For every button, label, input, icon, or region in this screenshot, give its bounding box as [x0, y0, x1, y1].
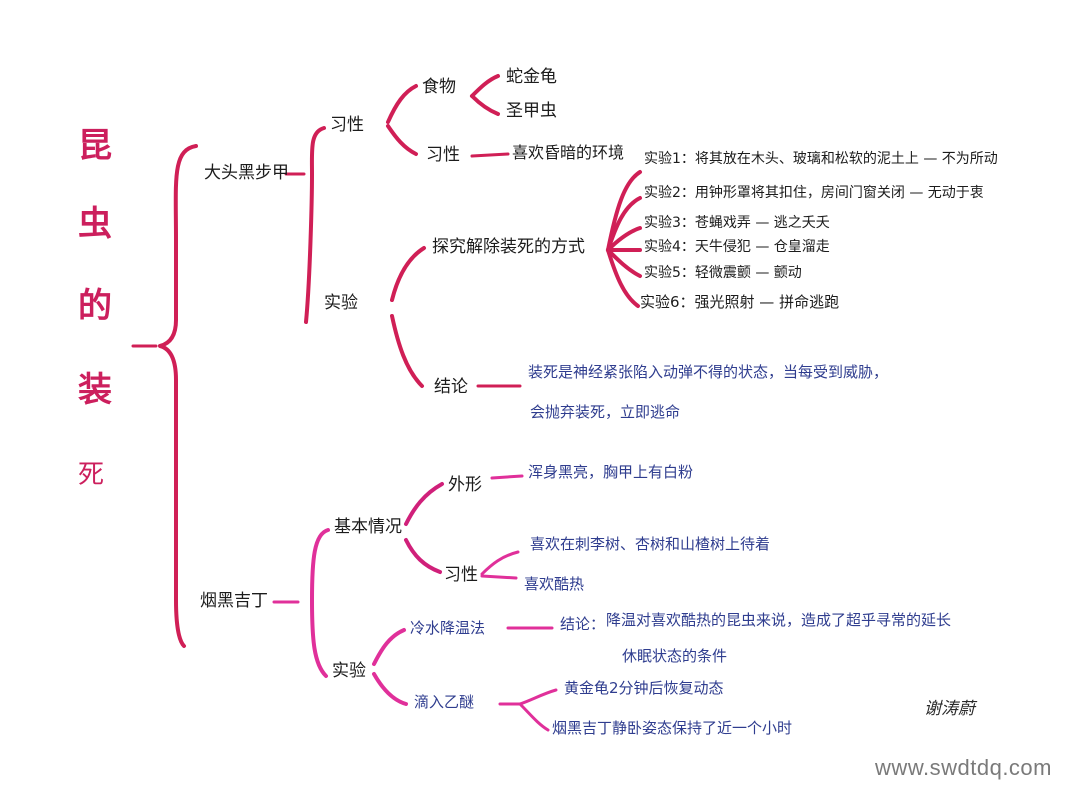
connector-food-item1: [470, 74, 500, 98]
habit2-item-2: 喜欢酷热: [524, 575, 585, 593]
title-char-5: 死: [78, 460, 105, 490]
connector-method-exp3: [606, 226, 642, 252]
method-item-2: 实验2：用钟形罩将其扣住，房间门窗关闭 — 无动于衷: [644, 185, 984, 201]
appearance-label: 外形: [448, 475, 482, 495]
connector-behavior-text: [470, 152, 510, 158]
ether-item-2: 烟黑吉丁静卧姿态保持了近一个小时: [552, 719, 793, 737]
connector-exp-method: [390, 246, 426, 302]
connector-habit-food: [386, 84, 418, 124]
method-item-5: 实验5：轻微震颤 — 颤动: [644, 265, 802, 281]
food-item-1: 蛇金龟: [506, 67, 557, 87]
method-item-1: 实验1：将其放在木头、玻璃和松软的泥土上 — 不为所动: [644, 151, 998, 167]
connector-appearance-text: [490, 474, 524, 480]
habit2-label: 习性: [444, 565, 478, 585]
connector-habit2-item2: [480, 574, 518, 580]
connector-method-exp2: [606, 196, 642, 252]
method-item-4: 实验4：天牛侵犯 — 仓皇溜走: [644, 239, 830, 255]
watermark: www.swdtdq.com: [875, 755, 1052, 780]
connector-method-exp6: [606, 248, 640, 308]
cool-conclusion-line-1: 降温对喜欢酷热的昆虫来说，造成了超乎寻常的延长: [606, 611, 952, 629]
experiment2-label: 实验: [332, 661, 366, 681]
signature: 谢涛蔚: [924, 699, 975, 719]
connector-ether-item2: [518, 702, 550, 732]
appearance-text: 浑身黑亮，胸甲上有白粉: [528, 463, 694, 481]
connector-exp-conclusion: [390, 314, 424, 388]
branch2-label: 烟黑吉丁: [200, 591, 268, 611]
connector-exp2-cool: [372, 628, 406, 666]
connector-ether-item1: [498, 688, 558, 706]
connector-exp2-ether: [372, 672, 408, 706]
connector-basic-appearance: [404, 482, 444, 526]
title-char-2: 虫: [78, 204, 112, 244]
conclusion-line-1: 装死是神经紧张陷入动弹不得的状态，当每受到威胁，: [528, 363, 889, 381]
method-item-6: 实验6：强光照射 — 拼命逃跑: [640, 293, 840, 311]
basic-label: 基本情况: [334, 517, 402, 537]
title-char-4: 装: [78, 370, 112, 410]
connector-basic-habit: [404, 538, 442, 574]
ether-label: 滴入乙醚: [414, 693, 475, 711]
cool-conclusion-label: 结论：: [560, 615, 606, 633]
title-char-1: 昆: [78, 126, 112, 166]
habit2-item-1: 喜欢在刺李树、杏树和山楂树上待着: [530, 535, 771, 553]
conclusion-line-2: 会抛弃装死，立即逃命: [530, 403, 681, 421]
habit-label: 习性: [330, 115, 364, 135]
title-char-3: 的: [78, 286, 112, 326]
food-label: 食物: [422, 77, 456, 97]
method-item-3: 实验3：苍蝇戏弄 — 逃之夭夭: [644, 215, 830, 231]
cool-conclusion-line-2: 休眠状态的条件: [622, 647, 728, 665]
method-label: 探究解除装死的方式: [432, 237, 585, 257]
branch1-label: 大头黑步甲: [204, 163, 289, 183]
behavior-text: 喜欢昏暗的环境: [512, 143, 625, 162]
cool-label: 冷水降温法: [410, 619, 486, 637]
experiment-label: 实验: [324, 293, 358, 313]
connector-habit-behavior: [386, 124, 418, 156]
brace-branch1: [304, 126, 326, 324]
behavior-label: 习性: [426, 145, 460, 165]
food-item-2: 圣甲虫: [506, 101, 557, 121]
brace-branch2: [310, 528, 330, 678]
brace-root: [158, 144, 198, 648]
connector-food-item2: [470, 94, 500, 116]
ether-item-1: 黄金龟2分钟后恢复动态: [564, 679, 724, 697]
connector-habit2-item1: [480, 550, 520, 576]
conclusion-label: 结论: [434, 377, 468, 397]
